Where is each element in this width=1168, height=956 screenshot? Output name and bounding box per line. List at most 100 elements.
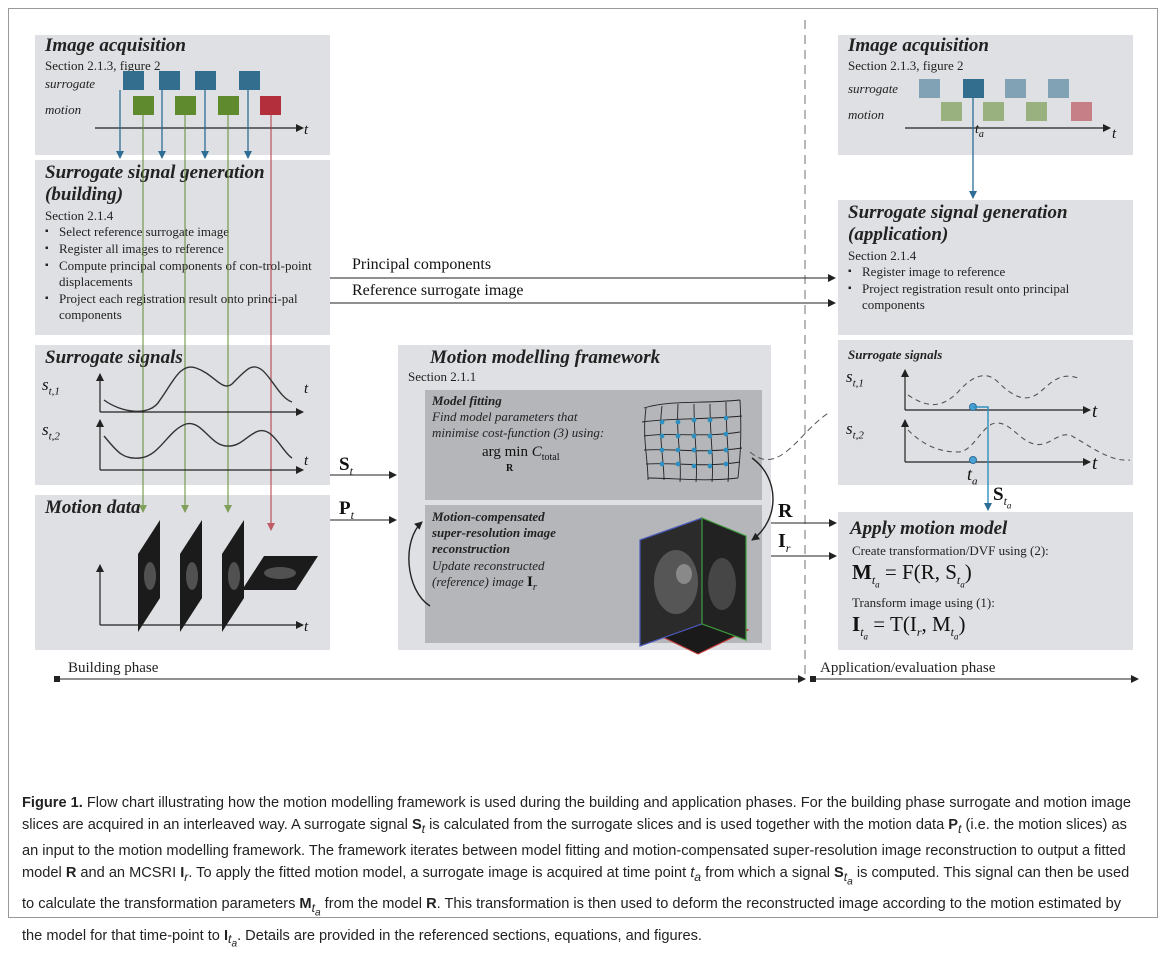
- motion-row-label: motion: [45, 102, 82, 117]
- argmin-cost: C: [531, 444, 542, 460]
- reference-surrogate-label: Reference surrogate image: [352, 282, 524, 299]
- deformation-grid-icon: [641, 399, 743, 483]
- app-motion-block: [983, 102, 1004, 121]
- sta-arrow: [973, 406, 992, 511]
- app-signals-ta-subscript: a: [972, 475, 978, 488]
- model-fitting-text: Find model parameters that minimise cost…: [432, 409, 605, 440]
- surrogate-row-label: surrogate: [45, 76, 96, 91]
- surrogate-signals-title: Surrogate signals: [45, 347, 183, 368]
- motion-data-title: Motion data: [45, 497, 141, 518]
- pt-label: Pt: [339, 498, 354, 522]
- signal-curve-2: [103, 423, 293, 459]
- app-image-acquisition-title: Image acquisition: [848, 35, 989, 56]
- bullet-item: Project each registration result onto pr…: [45, 291, 315, 323]
- app-s2-label: st,2: [846, 419, 864, 442]
- ir-symbol: Ir: [527, 574, 537, 593]
- surrogate-block: [195, 71, 216, 90]
- app-surrogate-generation-bullets: Register image to reference Project regi…: [848, 264, 1118, 314]
- app-s2-subscript: t,2: [852, 429, 864, 442]
- app-signals-time-label-2: t: [1092, 453, 1098, 474]
- motion-block: [175, 96, 196, 115]
- surrogate-generation-title: Surrogate signal generation (building): [45, 162, 265, 205]
- apply-model-line1: Create transformation/DVF using (2):: [852, 543, 1049, 558]
- app-surrogate-block-current: [963, 79, 984, 98]
- app-ta-label: ta: [975, 122, 984, 140]
- model-fitting-title: Model fitting: [432, 393, 502, 408]
- image-acquisition-title: Image acquisition: [45, 35, 186, 56]
- apply-equation-1: Mta = F(R, Sta): [852, 560, 972, 590]
- app-surrogate-block: [919, 79, 940, 98]
- caption-label: Figure 1.: [22, 795, 83, 811]
- ir-label-subscript: r: [785, 541, 791, 555]
- loop-arrow-left: [408, 521, 431, 607]
- diagram-graphics: [54, 20, 1139, 683]
- bullet-item: Select reference surrogate image: [45, 224, 315, 240]
- s1-subscript: t,1: [48, 385, 60, 398]
- app-surrogate-generation-title: Surrogate signal generation (application…: [848, 202, 1068, 245]
- st-label: St: [339, 454, 353, 478]
- motion-block: [133, 96, 154, 115]
- principal-components-label: Principal components: [352, 256, 492, 273]
- app-surrogate-block: [1048, 79, 1069, 98]
- image-acquisition-section: Section 2.1.3, figure 2: [45, 58, 161, 73]
- app-signal-curve-2: [907, 422, 1131, 461]
- figure-frame: [8, 8, 1158, 918]
- r-label: R: [778, 500, 793, 522]
- surrogate-signals-box: [35, 345, 330, 485]
- equation-2-rhs: = T(I: [873, 612, 917, 636]
- ir-subscript: r: [532, 582, 537, 593]
- signal-curve-1: [103, 366, 293, 413]
- surrogate-block: [239, 71, 260, 90]
- ir-label: Ir: [778, 530, 791, 555]
- application-phase-start-marker: [810, 676, 816, 682]
- dashed-signal-link: [749, 411, 831, 460]
- bullet-item: Register all images to reference: [45, 241, 315, 257]
- app-acq-time-label: t: [1112, 126, 1117, 142]
- motion-slice: [138, 520, 160, 632]
- reconstructed-volume-image: [639, 517, 750, 655]
- framework-section: Section 2.1.1: [408, 369, 477, 384]
- loop-arrow-right: [751, 457, 774, 541]
- apply-equation-2: Ita = T(Ir, Mta): [852, 612, 966, 642]
- app-signal-marker: [969, 456, 977, 464]
- building-phase-start-marker: [54, 676, 60, 682]
- motion-slice: [180, 520, 202, 632]
- equation-1-rhs: = F(R, S: [884, 560, 957, 584]
- app-image-acquisition-section: Section 2.1.3, figure 2: [848, 58, 964, 73]
- argmin-operator: arg min: [482, 444, 528, 460]
- image-acquisition-box: [35, 35, 330, 155]
- sta-subscript: ta: [1003, 493, 1012, 511]
- acq-time-label: t: [304, 122, 309, 138]
- app-surrogate-signals-title: Surrogate signals: [848, 347, 943, 362]
- signals-time-label-1: t: [304, 381, 309, 397]
- app-s1-label: st,1: [846, 367, 864, 390]
- app-signal-curve-1: [907, 375, 1079, 405]
- app-motion-block: [941, 102, 962, 121]
- argmin-under: R: [506, 463, 514, 474]
- apply-model-line2: Transform image using (1):: [852, 595, 995, 610]
- app-signals-ta-label: ta: [967, 464, 978, 488]
- sta-label: Sta: [993, 484, 1012, 511]
- s2-subscript: t,2: [48, 430, 60, 443]
- signals-time-label-2: t: [304, 453, 309, 469]
- s2-label: st,2: [42, 420, 60, 443]
- reconstruction-title: Motion-compensated super-resolution imag…: [432, 509, 556, 556]
- surrogate-block: [159, 71, 180, 90]
- reconstruction-text: Update reconstructed (reference) image I…: [432, 558, 572, 596]
- motion-block: [218, 96, 239, 115]
- surrogate-generation-section: Section 2.1.4: [45, 208, 114, 223]
- app-surrogate-generation-section: Section 2.1.4: [848, 248, 917, 263]
- argmin-cost-subscript: total: [541, 452, 560, 463]
- app-motion-row-label: motion: [848, 107, 885, 122]
- apply-model-title: Apply motion model: [850, 518, 1008, 539]
- app-image-acquisition-box: [838, 35, 1133, 155]
- motion-slice-axial: [242, 556, 318, 590]
- app-ta-subscript: a: [978, 128, 984, 140]
- surrogate-generation-bullets: Select reference surrogate image Registe…: [45, 224, 315, 324]
- app-signals-time-label-1: t: [1092, 401, 1098, 422]
- app-surrogate-row-label: surrogate: [848, 81, 899, 96]
- motion-block: [260, 96, 281, 115]
- application-phase-label: Application/evaluation phase: [820, 660, 996, 676]
- bullet-item: Register image to reference: [848, 264, 1118, 280]
- s1-label: st,1: [42, 375, 60, 398]
